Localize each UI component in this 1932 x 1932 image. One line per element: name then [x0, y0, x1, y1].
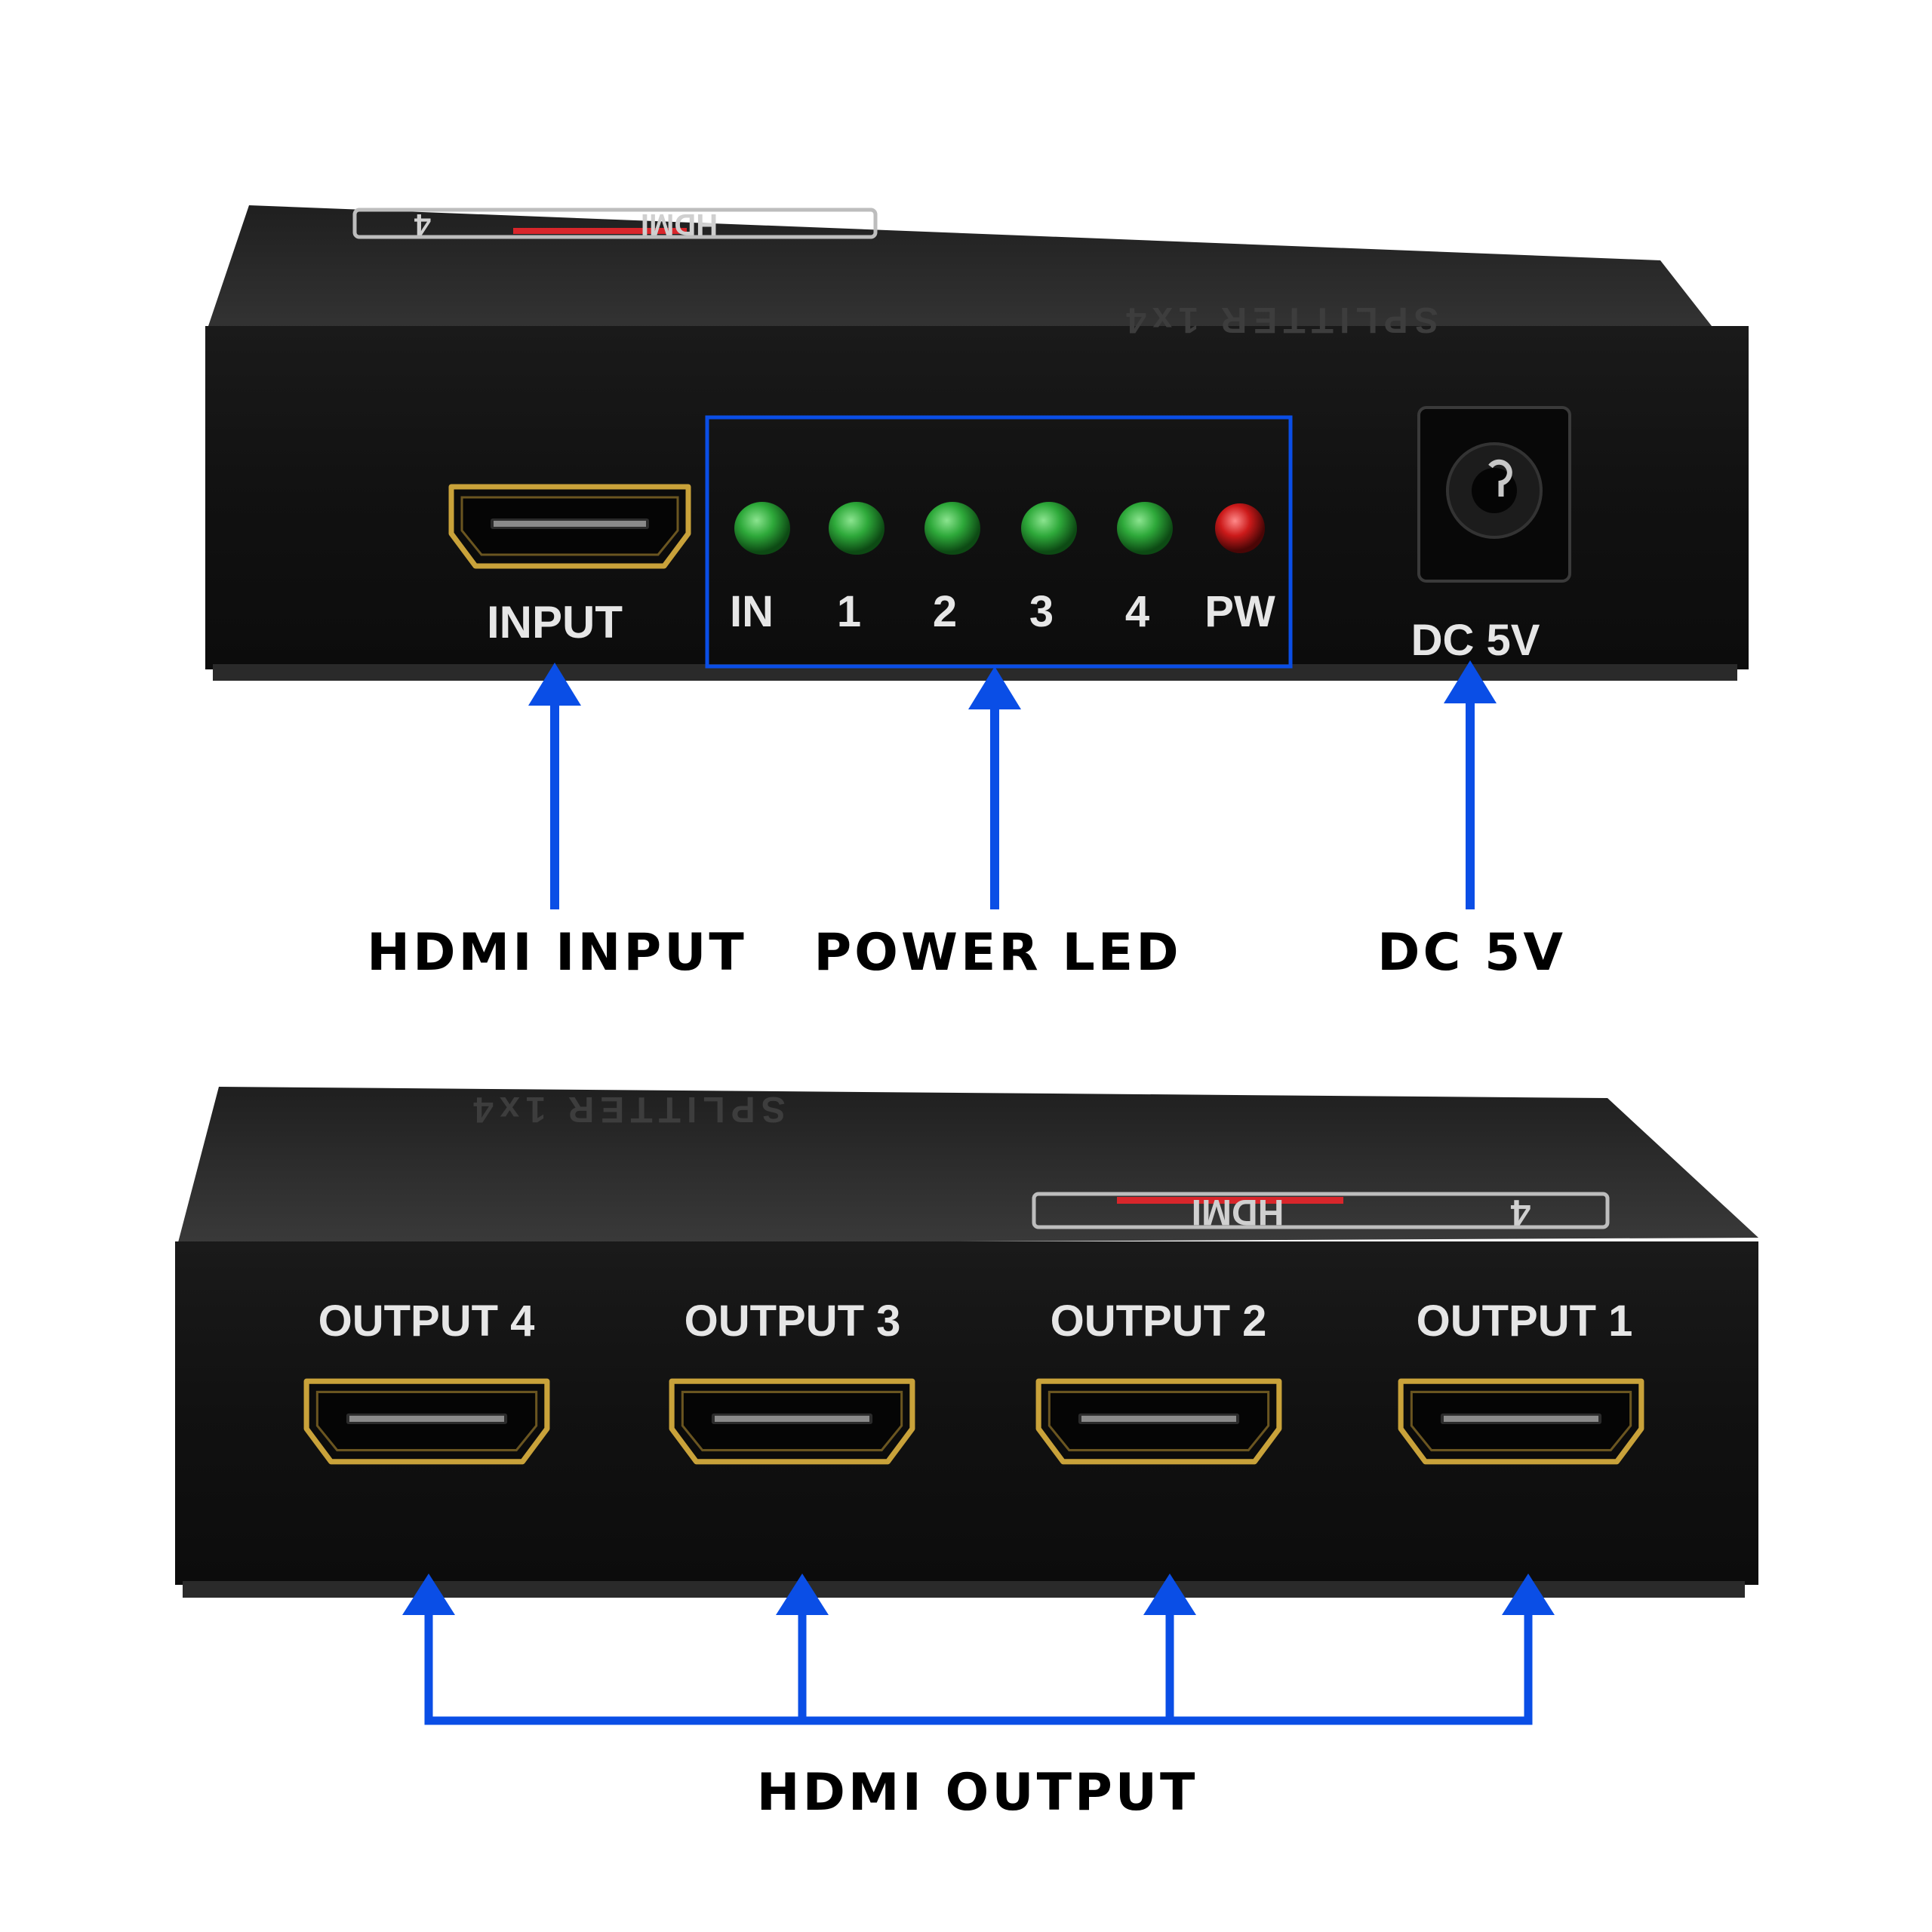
led-indicator-in: IN: [730, 502, 790, 636]
callout-dc-5v: DC 5V: [1377, 923, 1566, 983]
hdmi-output-arrows: [402, 1574, 1555, 1725]
led-indicator-4: 4: [1117, 502, 1173, 636]
led-indicator-pw: PW: [1204, 503, 1275, 636]
top-splitter-unit: 4 HDMI SPLITTER 1x4 INPUT IN 1 2 3 4: [205, 205, 1749, 681]
output-label-3: OUTPUT 3: [685, 1297, 901, 1346]
callout-hdmi-output: HDMI OUTPUT: [757, 1763, 1198, 1823]
top-logo-number: 4: [414, 208, 431, 241]
output-2-hdmi-port[interactable]: [1038, 1381, 1279, 1462]
output-1-hdmi-port[interactable]: [1401, 1381, 1641, 1462]
output-4-hdmi-port[interactable]: [306, 1381, 547, 1462]
led-label-1: 1: [837, 587, 861, 636]
bottom-unit-top-panel: [177, 1087, 1758, 1245]
top-unit-splitter-text: SPLITTER 1x4: [1120, 300, 1438, 340]
led-label-2: 2: [933, 587, 957, 636]
top-logo-word: HDMI: [641, 208, 718, 241]
bottom-unit-hdmi-logo: HDMI 4: [1032, 1192, 1610, 1232]
led-label-in: IN: [730, 587, 774, 636]
top-unit-hdmi-logo: 4 HDMI: [352, 208, 878, 241]
callout-hdmi-input: HDMI INPUT: [367, 923, 747, 983]
dc-jack-label: DC 5V: [1411, 616, 1540, 665]
output-label-1: OUTPUT 1: [1417, 1297, 1633, 1346]
led-label-pw: PW: [1204, 587, 1275, 636]
bottom-logo-number: 4: [1510, 1192, 1531, 1232]
led-label-3: 3: [1029, 587, 1054, 636]
power-led-arrow: [968, 666, 1021, 909]
output-label-4: OUTPUT 4: [318, 1297, 535, 1346]
bottom-unit-splitter-text: SPLITTER 1x4: [467, 1089, 785, 1129]
input-port-label: INPUT: [487, 597, 623, 648]
led-indicator-2: 2: [924, 502, 980, 636]
led-panel-highlight: [705, 415, 1293, 669]
led-indicator-1: 1: [829, 502, 884, 636]
input-hdmi-port[interactable]: [451, 487, 688, 566]
hdmi-input-arrow: [528, 663, 581, 909]
dc-5v-arrow: [1444, 660, 1497, 909]
bottom-unit-bottom-rail: [183, 1581, 1745, 1598]
led-label-4: 4: [1125, 587, 1149, 636]
top-unit-bottom-rail: [213, 664, 1737, 681]
dc-power-jack[interactable]: [1417, 406, 1571, 583]
led-indicator-3: 3: [1021, 502, 1077, 636]
output-label-2: OUTPUT 2: [1051, 1297, 1267, 1346]
bottom-logo-word: HDMI: [1192, 1192, 1284, 1232]
output-3-hdmi-port[interactable]: [672, 1381, 912, 1462]
callout-power-led: POWER LED: [814, 923, 1181, 983]
bottom-splitter-unit: SPLITTER 1x4 HDMI 4 OUTPUT 4 OUTPUT 3 OU…: [175, 1087, 1758, 1598]
